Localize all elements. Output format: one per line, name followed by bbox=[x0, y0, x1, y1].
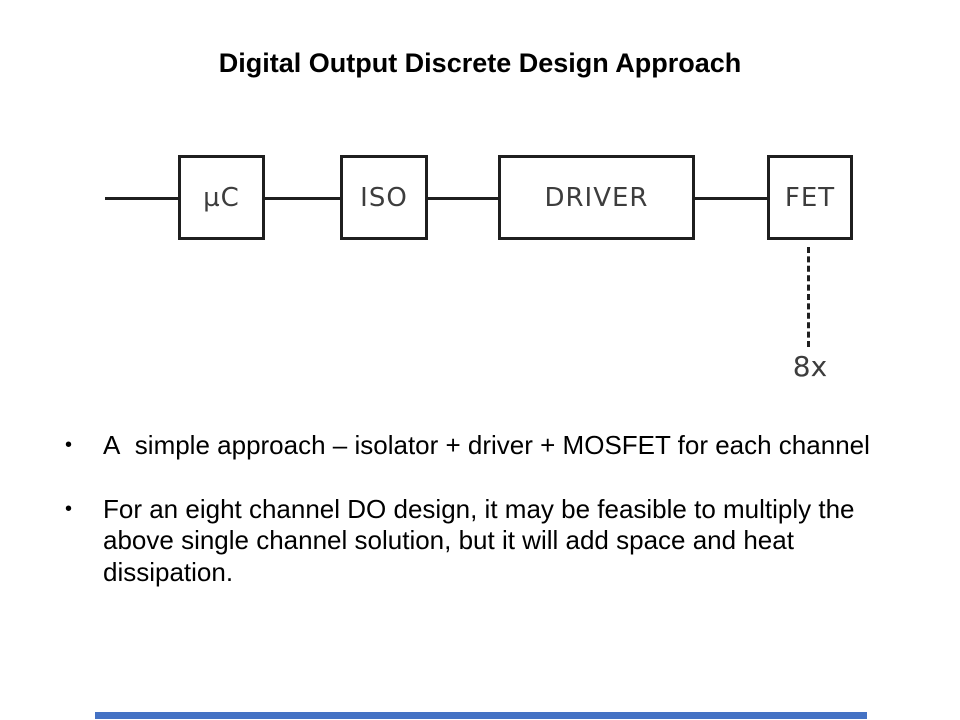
list-item: • A simple approach – isolator + driver … bbox=[60, 430, 910, 462]
bullet-icon: • bbox=[65, 434, 73, 456]
block-diagram: µC ISO DRIVER FET 8x bbox=[105, 155, 853, 383]
block-microcontroller-label: µC bbox=[203, 182, 240, 213]
wire-iso-to-driver bbox=[428, 197, 498, 200]
bullet-list: • A simple approach – isolator + driver … bbox=[60, 430, 910, 620]
input-signal-line bbox=[105, 197, 178, 200]
footer-accent-bar bbox=[95, 712, 867, 719]
block-fet-label: FET bbox=[784, 182, 836, 213]
wire-driver-to-fet bbox=[695, 197, 767, 200]
block-isolator-label: ISO bbox=[360, 182, 408, 213]
block-driver: DRIVER bbox=[498, 155, 695, 240]
list-item: • For an eight channel DO design, it may… bbox=[60, 494, 910, 589]
multiplier-dashed-line bbox=[807, 247, 810, 347]
bullet-text-simple-approach: A simple approach – isolator + driver + … bbox=[103, 430, 870, 460]
block-microcontroller: µC bbox=[178, 155, 265, 240]
page-title: Digital Output Discrete Design Approach bbox=[218, 48, 742, 78]
bullet-text-eight-channel: For an eight channel DO design, it may b… bbox=[103, 493, 855, 587]
wire-uc-to-iso bbox=[265, 197, 340, 200]
block-driver-label: DRIVER bbox=[544, 182, 649, 213]
block-fet: FET bbox=[767, 155, 853, 240]
bullet-icon: • bbox=[65, 497, 73, 520]
multiplier-label: 8x bbox=[792, 350, 828, 383]
block-isolator: ISO bbox=[340, 155, 428, 240]
